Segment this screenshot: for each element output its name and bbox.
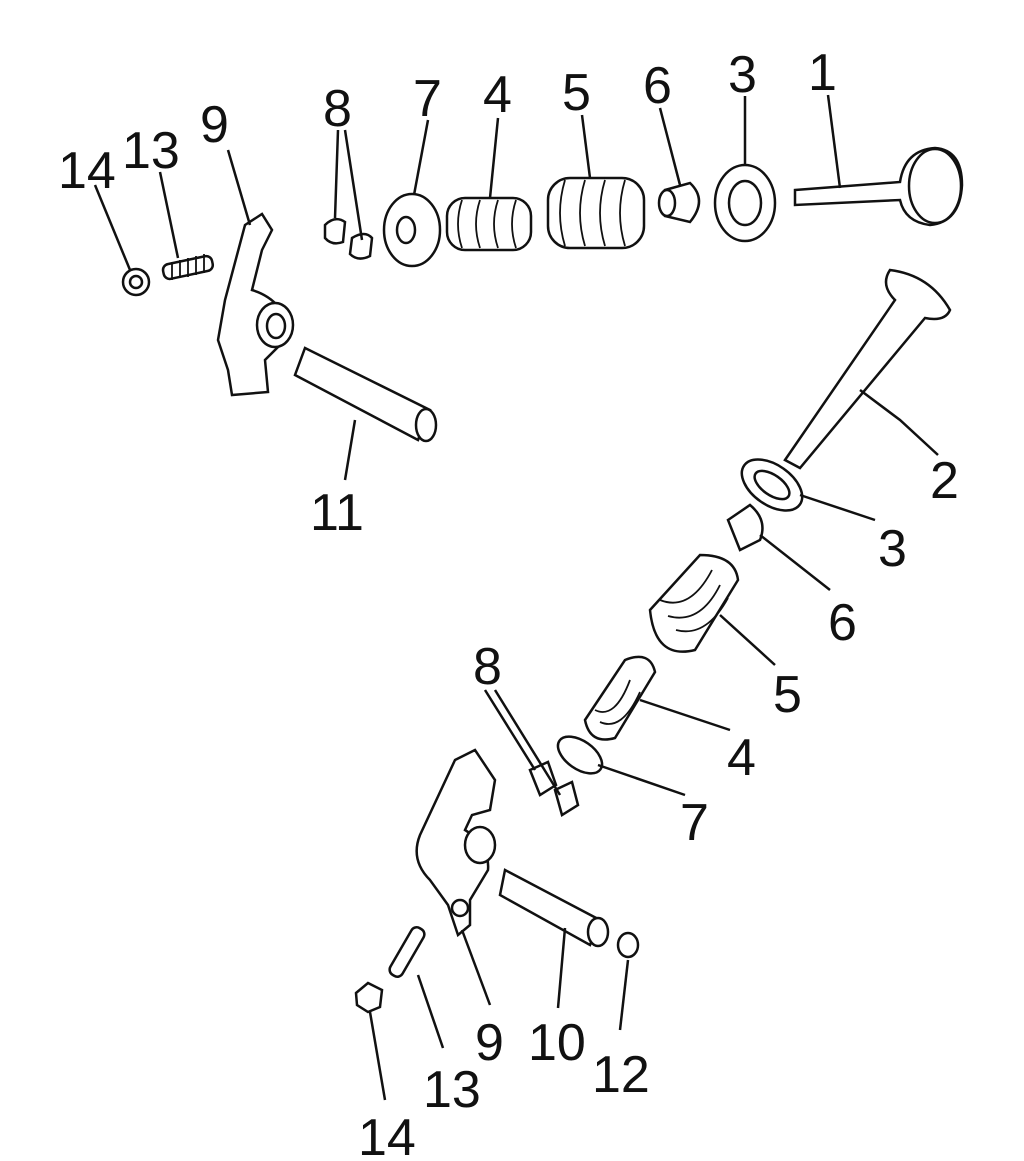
label-8-mid: 8 (473, 638, 502, 696)
part-collets (323, 217, 374, 260)
label-5-top: 5 (562, 64, 591, 122)
label-9-top: 9 (200, 96, 229, 154)
part-valve-cap (657, 181, 701, 224)
leader-lines-top (93, 94, 842, 481)
label-5-mid: 5 (773, 666, 802, 724)
label-13-top: 13 (122, 122, 180, 180)
part-valve-exhaust (783, 268, 952, 470)
label-14-bottom: 14 (358, 1109, 416, 1161)
part-spring-retainer (382, 192, 442, 268)
label-3-mid: 3 (878, 520, 907, 578)
label-1-top: 1 (808, 44, 837, 102)
part-inner-spring-2 (583, 655, 657, 741)
part-lock-nut-2 (354, 981, 384, 1014)
label-4-mid: 4 (727, 729, 756, 787)
label-2: 2 (930, 452, 959, 510)
label-14-top: 14 (58, 142, 116, 200)
part-valve-seal (713, 163, 777, 243)
label-12: 12 (592, 1046, 650, 1104)
part-valve-intake (793, 146, 964, 227)
part-number-labels: 14 13 9 8 7 4 5 6 3 1 11 2 3 6 5 4 7 8 9… (58, 44, 959, 1161)
leader-lines-mid (483, 389, 939, 797)
label-6-top: 6 (643, 57, 672, 115)
part-valve-seal-2 (740, 458, 804, 512)
part-rocker-shaft (293, 346, 438, 443)
label-11: 11 (310, 484, 364, 542)
part-rocker-arm (216, 212, 295, 397)
part-valve-cap-2 (726, 503, 764, 552)
label-9-bottom: 9 (475, 1014, 504, 1072)
part-adjusting-screw (161, 254, 215, 281)
part-rocker-shaft-2 (498, 868, 610, 948)
label-10: 10 (528, 1014, 586, 1072)
leader-lines-bottom (368, 927, 630, 1101)
label-13-bottom: 13 (423, 1061, 481, 1119)
label-6-mid: 6 (828, 594, 857, 652)
part-adjusting-screw-2 (388, 926, 426, 978)
label-8-top: 8 (323, 80, 352, 138)
label-4-top: 4 (483, 66, 512, 124)
part-inner-spring (445, 196, 533, 252)
label-3-top: 3 (728, 46, 757, 104)
part-outer-spring-2 (648, 553, 740, 653)
part-outer-spring (546, 176, 646, 250)
part-rocker-arm-2 (415, 748, 497, 938)
part-lock-nut (121, 267, 151, 297)
label-7-top: 7 (413, 70, 442, 128)
part-spring-retainer-2 (556, 735, 604, 775)
part-o-ring (616, 931, 640, 959)
part-collets-2 (528, 760, 580, 817)
label-7-mid: 7 (680, 794, 709, 852)
